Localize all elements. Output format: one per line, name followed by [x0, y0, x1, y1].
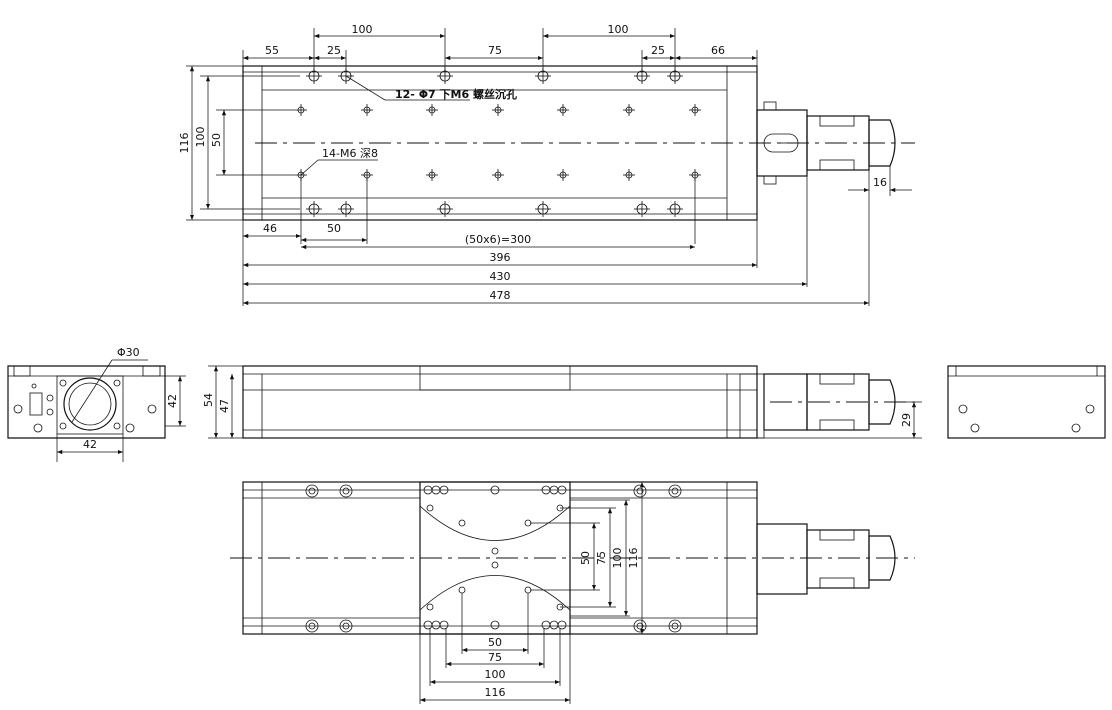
dim-430: 430 [490, 270, 511, 283]
bottom-view-dimensions-right: 50 75 100 116 [530, 481, 648, 635]
dim-75-right: 75 [595, 551, 608, 565]
end-view-right-body [947, 365, 1106, 439]
top-view-dimensions-bottom: 46 50 (50x6)=300 396 430 478 [242, 170, 870, 306]
countersunk-holes-top [306, 68, 683, 84]
dim-116-bottom-view: 116 [485, 686, 506, 699]
dim-50-vertical: 50 [210, 133, 223, 147]
dim-42-height: 42 [166, 394, 179, 408]
dim-54: 54 [202, 393, 215, 407]
bottom-view-holes [305, 484, 682, 633]
dim-75-bottom-view: 75 [488, 651, 502, 664]
dim-300: (50x6)=300 [465, 233, 531, 246]
bottom-motor-mount [756, 523, 808, 595]
bottom-view: 50 75 100 116 50 75 100 116 [230, 481, 915, 704]
motor-shaft-circle [63, 377, 117, 431]
dim-100-vertical: 100 [194, 127, 207, 148]
note-countersunk-holes: 12- Φ7 下M6 螺丝沉孔 [395, 87, 517, 101]
end-view-left: Φ30 42 42 [7, 346, 186, 462]
dim-100-right-vertical: 100 [611, 548, 624, 569]
side-view: 54 47 29 [202, 365, 922, 439]
dim-396: 396 [490, 251, 511, 264]
dim-75: 75 [488, 44, 502, 57]
dim-50-right: 50 [579, 551, 592, 565]
dim-25-left: 25 [327, 44, 341, 57]
dim-42-width: 42 [83, 438, 97, 451]
dim-25-right: 25 [651, 44, 665, 57]
dim-46: 46 [263, 222, 277, 235]
top-view-dimensions-top: 100 100 55 25 75 25 66 [242, 23, 758, 72]
dim-116: 116 [178, 133, 191, 154]
dim-50-bottom: 50 [327, 222, 341, 235]
dim-55: 55 [265, 44, 279, 57]
motor-cap [868, 119, 896, 167]
dim-478: 478 [490, 289, 511, 302]
bottom-view-dimensions-bottom: 50 75 100 116 [419, 593, 571, 704]
end-view-left-body [7, 365, 166, 439]
top-view: 100 100 55 25 75 25 66 116 100 50 [178, 23, 915, 306]
end-view-right [947, 365, 1106, 439]
side-view-body [242, 365, 758, 439]
dim-diameter-30: Φ30 [117, 346, 140, 359]
dim-100-left: 100 [352, 23, 373, 36]
dim-116-right: 116 [627, 548, 640, 569]
dim-29: 29 [900, 413, 913, 427]
note-threaded-holes: 14-M6 深8 [322, 147, 378, 160]
top-view-dimension-right: 16 [848, 166, 912, 196]
threaded-holes [295, 104, 701, 181]
side-view-carriage [419, 365, 571, 391]
dim-66: 66 [711, 44, 725, 57]
motor-flange [56, 375, 124, 435]
top-view-notes: 12- Φ7 下M6 螺丝沉孔 14-M6 深8 [300, 75, 517, 176]
dim-16: 16 [873, 176, 887, 189]
dim-100-bottom-view: 100 [485, 668, 506, 681]
top-view-dimensions-left: 116 100 50 [178, 65, 300, 221]
countersunk-holes-bottom [306, 201, 683, 217]
dim-50-bottom-view: 50 [488, 636, 502, 649]
dim-47: 47 [218, 399, 231, 413]
dim-100-right: 100 [608, 23, 629, 36]
